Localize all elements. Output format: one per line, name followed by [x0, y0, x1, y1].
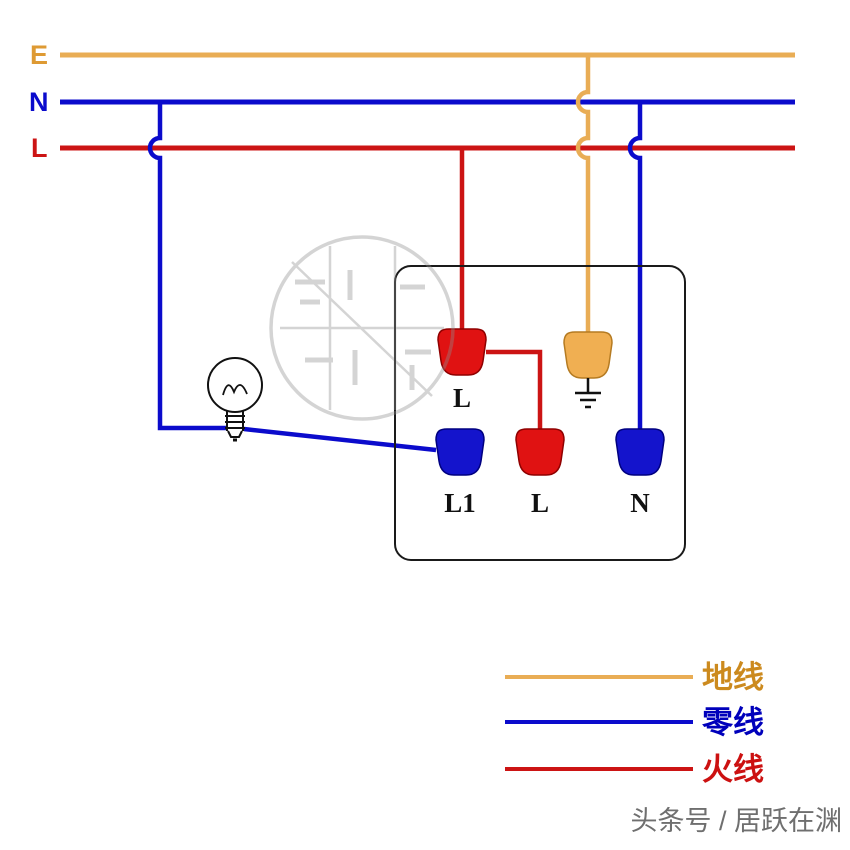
- live-bus-label: L: [31, 133, 48, 163]
- watermark-grid-lines: [280, 246, 444, 410]
- terminal-neutral-shape: [615, 428, 665, 476]
- watermark-seal-strokes: [295, 270, 431, 390]
- watermark-stamp: [269, 235, 455, 421]
- watermark-circle: [269, 235, 455, 421]
- neutral-drop-left-wire: [147, 102, 226, 431]
- caption: 头条号 / 居跃在渊: [630, 806, 842, 836]
- lamp-to-switch-wire: [243, 426, 437, 453]
- terminal-earth: [563, 331, 613, 409]
- terminal-bottom-live-shape: [515, 428, 565, 476]
- legend-label-live: 火线: [702, 752, 764, 787]
- earth-drop-wire: [575, 55, 591, 334]
- terminal-l1-label: L1: [444, 488, 476, 518]
- terminal-top-live: L: [437, 328, 487, 413]
- live-jumper-wire: [486, 349, 543, 430]
- legend-label-earth: 地线: [702, 660, 764, 695]
- terminal-top-live-shape: [437, 328, 487, 376]
- bulb-screw-threads: [225, 415, 245, 429]
- bulb-glass: [207, 357, 263, 413]
- terminal-l1: L1: [435, 428, 485, 518]
- neutral-drop-right-wire: [627, 102, 643, 430]
- terminal-bottom-live-label: L: [531, 488, 549, 518]
- terminal-neutral-label: N: [630, 488, 650, 518]
- bulb-base-tip: [227, 430, 243, 438]
- switch-box-outline: [394, 265, 686, 561]
- bulb-filament: [222, 384, 248, 396]
- terminal-top-live-label: L: [453, 383, 471, 413]
- terminal-l1-shape: [435, 428, 485, 476]
- neutral-bus-label: N: [29, 87, 49, 117]
- earth-bus-label: E: [30, 40, 48, 70]
- terminal-bottom-live: L: [515, 428, 565, 518]
- terminal-earth-shape: [563, 331, 613, 379]
- terminal-neutral: N: [615, 428, 665, 518]
- legend-label-neutral: 零线: [702, 705, 764, 740]
- ground-symbol-icon: [575, 378, 601, 409]
- light-bulb-icon: [207, 357, 263, 442]
- legend: 地线 零线 火线: [505, 660, 764, 787]
